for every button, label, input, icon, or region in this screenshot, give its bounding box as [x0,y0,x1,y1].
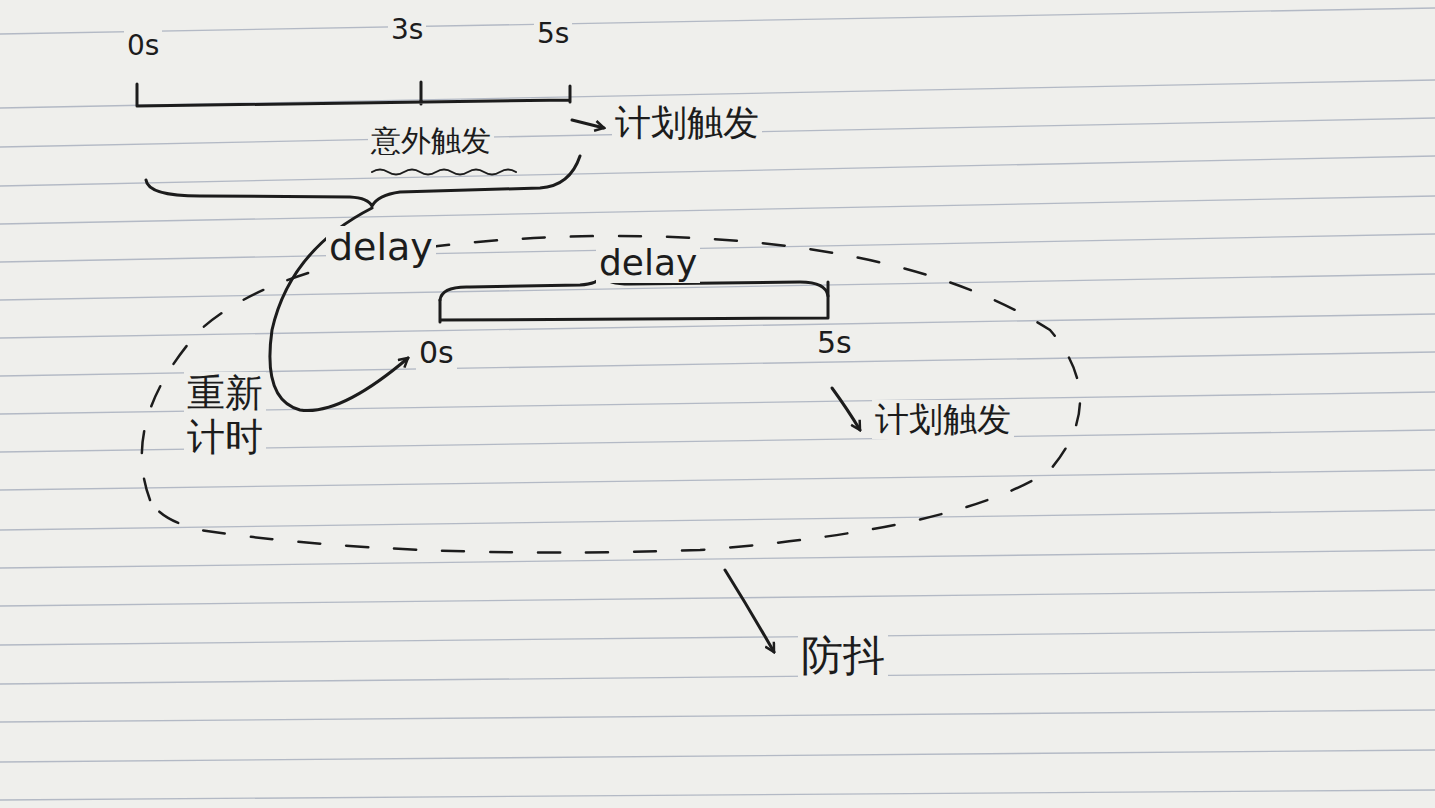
time-mark: 0s [124,30,162,62]
duration-label: delay [596,242,700,283]
event-label: 计划触发 [872,400,1014,439]
wavy-underline [372,170,516,175]
event-label: 计划触发 [612,102,762,143]
arrow [725,570,774,652]
arrow [832,388,860,430]
arrow [572,120,604,128]
concept-label: 防抖 [798,632,888,680]
time-mark: 5s [814,326,855,361]
time-mark: 3s [388,14,426,46]
brace [146,156,580,206]
event-label: 意外触发 [368,124,494,159]
timeline [137,82,570,106]
ruled-lines [0,8,1435,800]
timeline [440,282,828,322]
note-label: 重新计时 [184,372,266,459]
debounce-region [142,236,1080,553]
duration-label: delay [326,226,436,270]
time-mark: 5s [534,18,572,50]
time-mark: 0s [416,336,457,371]
